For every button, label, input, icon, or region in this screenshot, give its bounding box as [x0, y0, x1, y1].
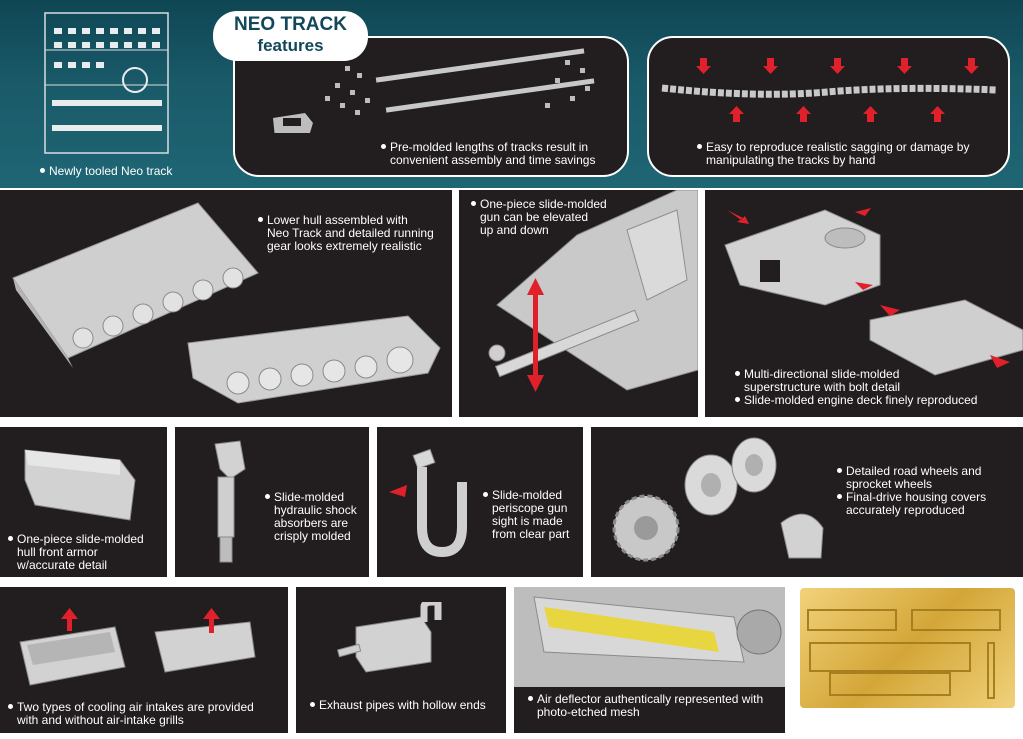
exhaust-caption: Exhaust pipes with hollow ends — [310, 699, 486, 712]
photo-etch-illustration — [807, 609, 1001, 699]
periscope-illustration — [389, 448, 467, 558]
bullet-icon — [697, 144, 702, 149]
panel-front-armor: One-piece slide-molded hull front armor … — [0, 427, 167, 577]
direction-arrow-icons — [727, 208, 1010, 368]
sagging-track-illustration — [661, 58, 998, 122]
panel-cooling-intakes: Two types of cooling air intakes are pro… — [0, 587, 288, 733]
shock-absorbers-caption: Slide-molded hydraulic shock absorbers a… — [265, 491, 357, 543]
panel-shock-absorbers: Slide-molded hydraulic shock absorbers a… — [175, 427, 369, 577]
superstructure-caption: Multi-directional slide-molded superstru… — [735, 368, 977, 407]
bullet-icon — [381, 144, 386, 149]
photo-etched-fret — [800, 588, 1015, 708]
road-wheels-caption: Detailed road wheels and sprocket wheels… — [837, 465, 986, 517]
panel-gun: One-piece slide-molded gun can be elevat… — [459, 190, 698, 417]
cooling-intakes-illustration — [19, 608, 256, 686]
bullet-icon — [310, 702, 315, 707]
panel-lower-hull: Lower hull assembled with Neo Track and … — [0, 190, 452, 417]
panel-air-deflector: Air deflector authentically represented … — [514, 587, 785, 733]
neo-track-box-sagging: Easy to reproduce realistic sagging or d… — [647, 36, 1010, 177]
wheels-illustration — [612, 437, 824, 562]
lower-hull-illustration — [12, 202, 441, 404]
bullet-icon — [8, 536, 13, 541]
air-deflector-caption: Air deflector authentically represented … — [528, 693, 763, 719]
air-deflector-illustration — [514, 587, 785, 687]
bullet-icon — [471, 201, 476, 206]
shock-absorber-illustration — [214, 440, 246, 563]
periscope-caption: Slide-molded periscope gun sight is made… — [483, 489, 569, 541]
bullet-icon — [837, 468, 842, 473]
red-arrow-icons — [61, 608, 220, 633]
bullet-icon — [483, 492, 488, 497]
bullet-icon — [8, 704, 13, 709]
front-armor-illustration — [24, 449, 136, 521]
sprue-caption: Newly tooled Neo track — [40, 165, 172, 178]
premolded-caption: Pre-molded lengths of tracks result in c… — [381, 141, 595, 167]
red-arrow-icons — [696, 58, 979, 122]
elevation-arrow-icon — [527, 278, 544, 392]
bullet-icon — [735, 371, 740, 376]
gun-illustration — [488, 190, 698, 392]
sagging-caption: Easy to reproduce realistic sagging or d… — [697, 141, 969, 167]
gun-caption: One-piece slide-molded gun can be elevat… — [471, 198, 607, 237]
bullet-icon — [837, 494, 842, 499]
panel-periscope: Slide-molded periscope gun sight is made… — [377, 427, 583, 577]
neo-track-badge: NEO TRACK features — [213, 11, 368, 61]
bullet-icon — [265, 494, 270, 499]
cooling-intakes-caption: Two types of cooling air intakes are pro… — [8, 701, 254, 727]
exhaust-illustration — [336, 602, 442, 673]
bullet-icon — [40, 168, 45, 173]
bullet-icon — [528, 696, 533, 701]
bullet-icon — [735, 397, 740, 402]
bullet-icon — [258, 217, 263, 222]
lower-hull-caption: Lower hull assembled with Neo Track and … — [258, 214, 434, 253]
superstructure-illustration — [724, 208, 1023, 376]
front-armor-caption: One-piece slide-molded hull front armor … — [8, 533, 144, 572]
panel-road-wheels: Detailed road wheels and sprocket wheels… — [591, 427, 1023, 577]
header-banner: Newly tooled Neo track Pre-molded length… — [0, 0, 1023, 188]
panel-superstructure: Multi-directional slide-molded superstru… — [705, 190, 1023, 417]
sprue-illustration — [44, 12, 169, 154]
track-lengths-illustration — [273, 48, 595, 133]
panel-exhaust: Exhaust pipes with hollow ends — [296, 587, 506, 733]
red-arrow-icon — [389, 485, 407, 497]
